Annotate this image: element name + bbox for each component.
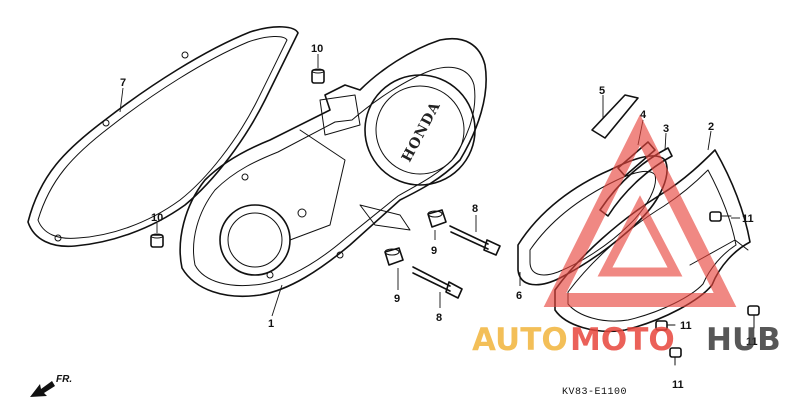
left-crankcase-cover-part-1: HONDA: [179, 38, 487, 298]
callout-6: 6: [516, 290, 522, 302]
callout-leaders: [119, 54, 740, 317]
watermark-moto: MOTO: [570, 322, 675, 358]
callout-2: 2: [708, 121, 714, 133]
callout-9-upper: 9: [431, 245, 437, 257]
callout-1: 1: [268, 318, 274, 330]
callout-labels: 7 10 10 1 8 9 9 8 5 4 3 2 6 11 11 11 11: [120, 43, 758, 391]
callout-11-c: 11: [746, 336, 758, 348]
callout-11-a: 11: [742, 213, 754, 225]
seal-part-3: [599, 147, 673, 217]
diagram-code: KV83-E1100: [562, 387, 627, 398]
callout-7: 7: [120, 77, 126, 89]
callout-3: 3: [663, 123, 669, 135]
callout-9-lower: 9: [394, 293, 400, 305]
strip-part-5: [591, 94, 639, 139]
callout-11-d: 11: [672, 379, 684, 391]
callout-4: 4: [640, 109, 647, 121]
automotohub-watermark: AUTO MOTO HUB: [472, 114, 781, 358]
watermark-auto: AUTO: [472, 322, 568, 358]
screw-part-11-d: [669, 347, 682, 366]
front-direction-label: FR.: [56, 374, 72, 385]
screw-part-11-c: [747, 305, 760, 329]
dowel-pin-upper-part-10: [311, 68, 325, 84]
callout-8-lower: 8: [436, 312, 442, 324]
callout-10-upper: 10: [311, 43, 323, 55]
screw-part-11-a: [709, 211, 732, 222]
watermark-triangle-icon: [543, 114, 737, 307]
callout-5: 5: [599, 85, 605, 97]
callout-10-lower: 10: [151, 212, 163, 224]
screw-part-11-b: [655, 320, 676, 331]
dowel-pin-lower-part-10: [150, 233, 164, 248]
front-direction-arrow-icon: FR.: [30, 374, 72, 397]
watermark-hub: HUB: [706, 322, 781, 358]
callout-8-upper: 8: [472, 203, 478, 215]
bolt-upper-part-8: [449, 225, 501, 256]
grommet-upper-part-9: [427, 209, 447, 228]
gasket-part-7: [27, 26, 299, 248]
bolt-lower-part-8: [412, 266, 463, 299]
honda-logo: HONDA: [399, 99, 444, 165]
grommet-lower-part-9: [384, 247, 404, 266]
callout-11-b: 11: [680, 320, 692, 332]
